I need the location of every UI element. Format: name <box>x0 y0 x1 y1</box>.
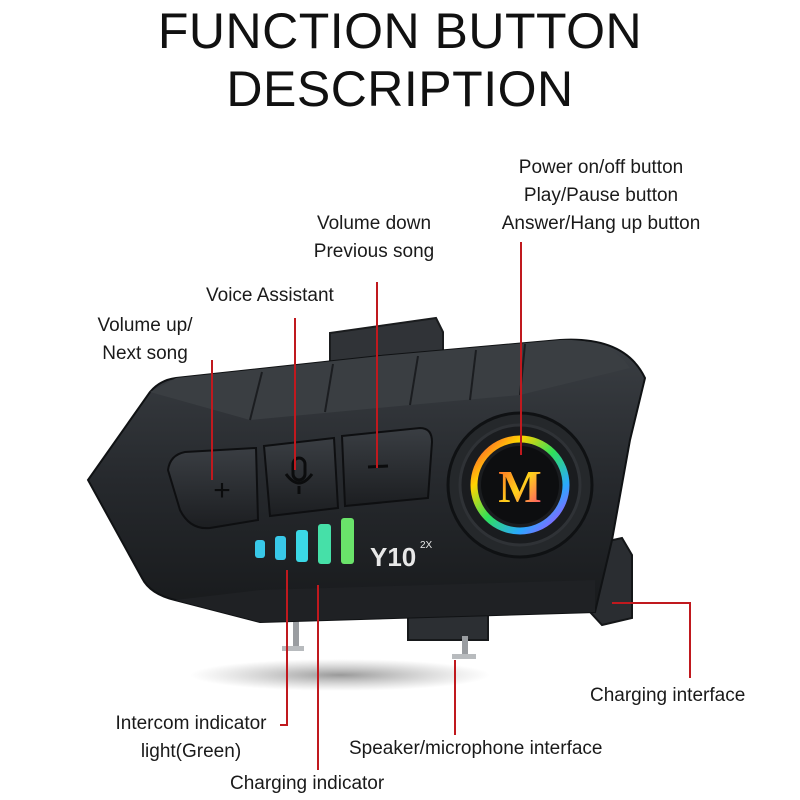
bottom-ridge <box>175 580 595 622</box>
leader-lines <box>211 242 691 770</box>
model-superscript: 2X <box>420 540 433 551</box>
indicator-bar-2 <box>275 536 286 560</box>
volume-up-label: Volume up/ Next song <box>86 312 204 368</box>
volume-down-label-line-1: Volume down <box>316 213 432 234</box>
leader-charging-interface <box>612 602 691 678</box>
indicator-bars <box>255 518 354 564</box>
power-label-line-1: Power on/off button <box>518 157 684 178</box>
title-line-2: DESCRIPTION <box>226 61 574 117</box>
volume-up-label-line-1: Volume up/ <box>97 315 193 336</box>
voice-assistant-button[interactable] <box>262 436 340 518</box>
speaker-microphone-interface-label: Speaker/microphone interface <box>349 738 603 759</box>
indicator-bar-3 <box>296 530 308 562</box>
leader-intercom <box>280 570 288 726</box>
indicator-bar-1 <box>255 540 265 558</box>
bottom-pin-base <box>282 646 304 651</box>
power-label-line-2: Play/Pause button <box>523 185 679 206</box>
bottom-pin-left <box>293 612 299 650</box>
volume-down-button[interactable] <box>340 426 434 508</box>
volume-down-label-line-2: Previous song <box>313 241 435 262</box>
charging-indicator-label: Charging indicator <box>230 773 385 794</box>
ridge-segments <box>249 343 526 421</box>
power-button[interactable]: M <box>446 411 594 559</box>
power-label: Power on/off button Play/Pause button An… <box>478 154 724 238</box>
indicator-bar-5 <box>341 518 354 564</box>
voice-assistant-label: Voice Assistant <box>206 285 334 306</box>
intercom-indicator-label-line-2: light(Green) <box>140 741 242 762</box>
intercom-indicator-label-line-1: Intercom indicator <box>115 713 267 734</box>
title-line-1: FUNCTION BUTTON <box>157 3 643 59</box>
indicator-bar-4 <box>318 524 331 564</box>
intercom-indicator-label: Intercom indicator light(Green) <box>100 710 282 766</box>
device-shadow <box>190 659 490 691</box>
bottom-pin-right-base <box>452 654 476 659</box>
top-ridge <box>150 339 630 420</box>
plus-symbol: + <box>213 474 231 507</box>
volume-up-button[interactable]: + <box>166 446 260 530</box>
logo-letter: M <box>498 461 541 512</box>
charging-interface-label: Charging interface <box>590 685 746 706</box>
bottom-pin-right <box>462 636 468 656</box>
power-label-line-3: Answer/Hang up button <box>501 213 701 234</box>
volume-down-label: Volume down Previous song <box>296 210 452 266</box>
volume-up-label-line-2: Next song <box>102 343 188 364</box>
model-text: Y10 <box>370 542 416 572</box>
microphone-icon <box>284 456 314 494</box>
